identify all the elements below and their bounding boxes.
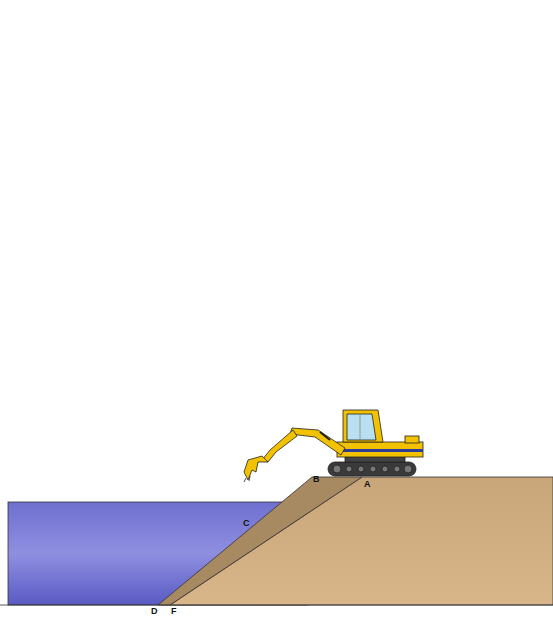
ground (170, 477, 553, 605)
excavator (244, 410, 423, 482)
point-label: A (364, 480, 371, 489)
point-label: D (151, 607, 158, 616)
point-label: C (243, 519, 250, 528)
base-line (0, 605, 553, 606)
point-label: B (313, 475, 320, 484)
point-label: F (171, 607, 177, 616)
slope-fill (158, 477, 362, 605)
